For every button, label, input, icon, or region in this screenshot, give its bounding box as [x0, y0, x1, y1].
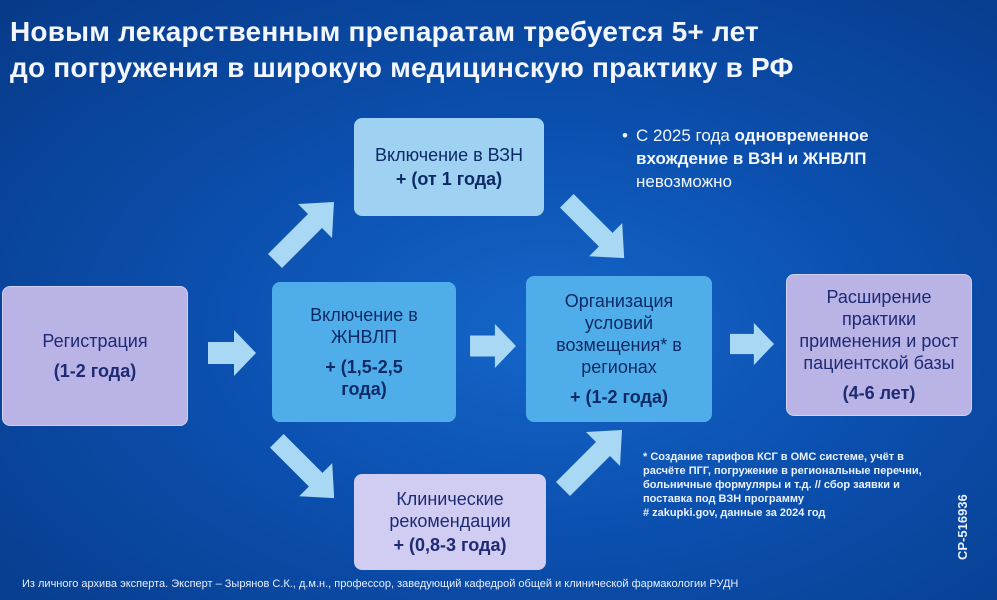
box-zhnvlp-duration: + (1,5-2,5 года): [325, 357, 403, 399]
slide-title: Новым лекарственным препаратам требуется…: [10, 14, 910, 86]
note-2025: • С 2025 года одновременное вхождение в …: [622, 124, 936, 193]
arrow-down-right-icon: [270, 434, 335, 499]
note-suffix: невозможно: [636, 172, 732, 191]
box-reimbursement-label: Организация условий возмещения* в регион…: [556, 291, 682, 377]
bullet-icon: •: [622, 126, 628, 145]
box-expansion-label: Расширение практики применения и рост па…: [799, 287, 959, 373]
box-registration: Регистрация (1-2 года): [2, 286, 188, 426]
arrow-down-right-icon: [560, 194, 625, 259]
arrow-up-right-icon: [556, 430, 622, 496]
footnote-line-2: # zakupki.gov, данные за 2024 год: [643, 507, 826, 519]
box-zhnvlp-label: Включение в ЖНВЛП: [310, 305, 418, 347]
arrow-right-icon: [730, 322, 774, 366]
box-vzn: Включение в ВЗН + (от 1 года): [354, 118, 544, 216]
box-practice-expansion: Расширение практики применения и рост па…: [786, 274, 972, 416]
box-registration-label: Регистрация: [42, 331, 148, 351]
arrow-up-right-icon: [268, 202, 334, 268]
title-line-2: до погружения в широкую медицинскую прак…: [10, 52, 794, 83]
source-footer: Из личного архива эксперта. Эксперт – Зы…: [22, 578, 739, 590]
box-registration-duration: (1-2 года): [53, 361, 137, 381]
box-clinical-label: Клинические рекомендации: [389, 489, 511, 531]
note-bold: одновременное вхождение в ВЗН и ЖНВЛП: [636, 126, 869, 168]
arrow-right-icon: [208, 330, 256, 376]
title-line-1: Новым лекарственным препаратам требуется…: [10, 16, 759, 47]
box-vzn-duration: + (от 1 года): [395, 169, 503, 189]
footnote-line-1: * Создание тарифов КСГ в ОМС системе, уч…: [643, 451, 922, 505]
box-expansion-duration: (4-6 лет): [842, 383, 916, 403]
box-vzn-label: Включение в ВЗН: [375, 145, 523, 165]
box-clinical-recommendations: Клинические рекомендации + (0,8-3 года): [354, 474, 546, 570]
box-reimbursement: Организация условий возмещения* в регион…: [526, 276, 712, 422]
box-zhnvlp: Включение в ЖНВЛП + (1,5-2,5 года): [272, 282, 456, 422]
box-reimbursement-duration: + (1-2 года): [570, 387, 668, 407]
footnote: * Создание тарифов КСГ в ОМС системе, уч…: [643, 450, 943, 520]
box-clinical-duration: + (0,8-3 года): [393, 535, 507, 555]
arrow-right-icon: [470, 324, 516, 368]
document-code: CP-516936: [955, 494, 970, 560]
note-prefix: С 2025 года: [636, 126, 735, 145]
